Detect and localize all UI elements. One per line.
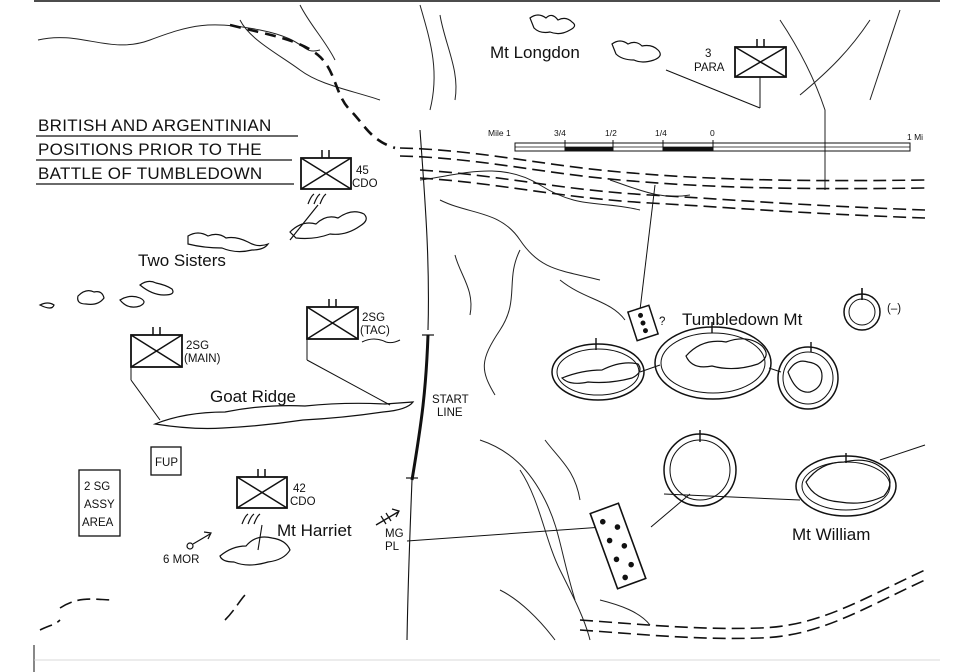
two-sisters-outcrops — [38, 280, 174, 309]
mg-label-2: PL — [385, 541, 400, 553]
unit-2sg-tac-label-2: (TAC) — [360, 325, 390, 337]
unit-45-cdo: 45 CDO — [289, 150, 378, 241]
scale-label-quarter: 1/4 — [655, 128, 667, 138]
tracks — [39, 23, 926, 640]
mt-william-ridge — [805, 459, 891, 504]
question-mark-label: ? — [659, 316, 665, 328]
unit-3-para-label-2: PARA — [694, 62, 725, 74]
tumbledown-centre-ridge — [685, 338, 767, 370]
start-line — [406, 129, 434, 641]
start-line-label-2: LINE — [437, 407, 463, 419]
mt-harriet-ridge — [219, 536, 291, 566]
unit-3-para: 3 PARA — [665, 39, 787, 109]
unit-2sg-main-label-1: 2SG — [186, 340, 209, 352]
map-title: BRITISH AND ARGENTINIAN POSITIONS PRIOR … — [36, 116, 298, 185]
two-sisters-west — [187, 232, 270, 253]
mt-william-label: Mt William — [792, 525, 870, 544]
unit-45-cdo-label-1: 45 — [356, 165, 369, 177]
goat-ridge-label: Goat Ridge — [210, 387, 296, 406]
scale-label-half: 1/2 — [605, 128, 617, 138]
unit-42-cdo-label-1: 42 — [293, 483, 306, 495]
feature-labels: Mt Longdon Two Sisters Goat Ridge Tumble… — [138, 43, 870, 566]
ridges — [38, 14, 891, 566]
area-boxes: FUP 2 SG ASSY AREA — [78, 446, 182, 537]
page-border — [33, 0, 940, 672]
title-line-2: POSITIONS PRIOR TO THE — [38, 140, 262, 159]
goat-ridge-shape — [152, 401, 415, 430]
tumbledown-label: Tumbledown Mt — [682, 310, 803, 329]
weapon-symbols — [186, 508, 400, 550]
scale-bar: Mile 1 3/4 1/2 1/4 0 1 Mi — [488, 128, 923, 152]
unit-2sg-tac-label-1: 2SG — [362, 312, 385, 324]
two-sisters-ridge — [289, 211, 367, 240]
fup-label: FUP — [155, 457, 178, 469]
mt-longdon-ridge — [529, 14, 576, 35]
unit-45-cdo-label-2: CDO — [352, 178, 378, 190]
start-line-label-1: START — [432, 394, 469, 406]
assy-label-2: ASSY — [84, 499, 115, 511]
minus-strength-label: (–) — [887, 303, 901, 315]
unit-2sg-main: 2SG (MAIN) — [130, 327, 221, 421]
title-line-1: BRITISH AND ARGENTINIAN — [38, 116, 272, 135]
tumbledown-west-ridge — [560, 362, 641, 384]
mt-longdon-ridge-east — [611, 40, 661, 63]
unit-42-cdo: 42 CDO — [236, 469, 316, 551]
british-units: 3 PARA 45 CDO 2SG (TAC) — [130, 39, 787, 551]
mg-label-1: MG — [385, 528, 404, 540]
enemy-blocks: ? — [589, 304, 665, 590]
unit-2sg-main-label-2: (MAIN) — [184, 353, 221, 365]
title-line-3: BATTLE OF TUMBLEDOWN — [38, 164, 263, 183]
scale-label-mile-right: 1 Mi — [907, 132, 923, 142]
scale-label-zero: 0 — [710, 128, 715, 138]
assy-label-3: AREA — [82, 517, 114, 529]
two-sisters-label: Two Sisters — [138, 251, 226, 270]
mt-longdon-label: Mt Longdon — [490, 43, 580, 62]
unit-3-para-label-1: 3 — [705, 48, 711, 60]
scale-label-mile-left: Mile 1 — [488, 128, 511, 138]
argentine-positions: (–) — [406, 184, 926, 542]
assy-label-1: 2 SG — [84, 481, 110, 493]
unit-2sg-tac: 2SG (TAC) — [306, 299, 401, 406]
mor-label: 6 MOR — [163, 554, 199, 566]
scale-label-three-quarter: 3/4 — [554, 128, 566, 138]
tumbledown-east-ridge — [787, 360, 823, 393]
streams — [37, 4, 901, 641]
mt-harriet-label: Mt Harriet — [277, 521, 352, 540]
unit-42-cdo-label-2: CDO — [290, 496, 316, 508]
